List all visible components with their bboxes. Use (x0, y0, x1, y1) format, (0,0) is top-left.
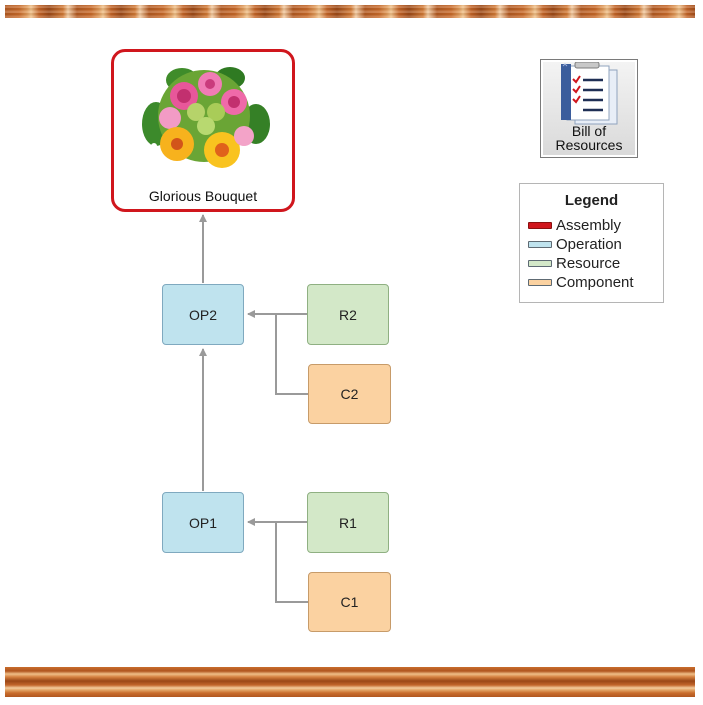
bill-of-resources-button[interactable]: Bill of Resources (540, 59, 638, 158)
c1-label: C1 (340, 594, 359, 610)
legend-swatch-component (528, 278, 552, 286)
r1-node[interactable]: R1 (307, 492, 389, 553)
wood-banner-bottom (5, 667, 695, 697)
connector-c1-to-op1 (275, 522, 308, 603)
bill-of-resources-label: Bill of Resources (541, 124, 637, 152)
assembly-label: Glorious Bouquet (148, 188, 258, 204)
op1-label: OP1 (188, 514, 217, 531)
checklist-document-icon (561, 62, 618, 125)
r2-label: R2 (339, 306, 357, 323)
legend-swatch-assembly (528, 221, 552, 229)
legend-item-component: Component (528, 273, 634, 291)
assembly-node[interactable]: Glorious Bouquet (111, 49, 295, 212)
legend-label-component: Component (556, 273, 634, 291)
legend-label-assembly: Assembly (556, 216, 622, 234)
legend-item-assembly: Assembly (528, 216, 621, 234)
op1-node[interactable]: OP1 (162, 492, 244, 553)
flower-bouquet-image (142, 67, 270, 170)
legend-label-operation: Operation (556, 235, 622, 253)
r1-label: R1 (339, 514, 357, 531)
bill-of-resources-line2: Resources (555, 137, 623, 153)
wood-banner-top (5, 5, 695, 18)
legend-box: Legend Assembly Operation Resource Compo… (519, 183, 664, 303)
c2-label: C2 (340, 386, 359, 402)
legend-item-resource: Resource (528, 254, 620, 272)
bill-of-resources-line1: Bill of (571, 123, 607, 139)
op2-label: OP2 (188, 306, 217, 323)
legend-swatch-resource (528, 259, 552, 267)
legend-title: Legend (564, 192, 619, 209)
legend-label-resource: Resource (556, 254, 621, 272)
c2-node[interactable]: C2 (308, 364, 391, 424)
legend-item-operation: Operation (528, 235, 622, 253)
r2-node[interactable]: R2 (307, 284, 389, 345)
legend-swatch-operation (528, 240, 552, 248)
c1-node[interactable]: C1 (308, 572, 391, 632)
op2-node[interactable]: OP2 (162, 284, 244, 345)
connector-c2-to-op2 (275, 314, 308, 395)
